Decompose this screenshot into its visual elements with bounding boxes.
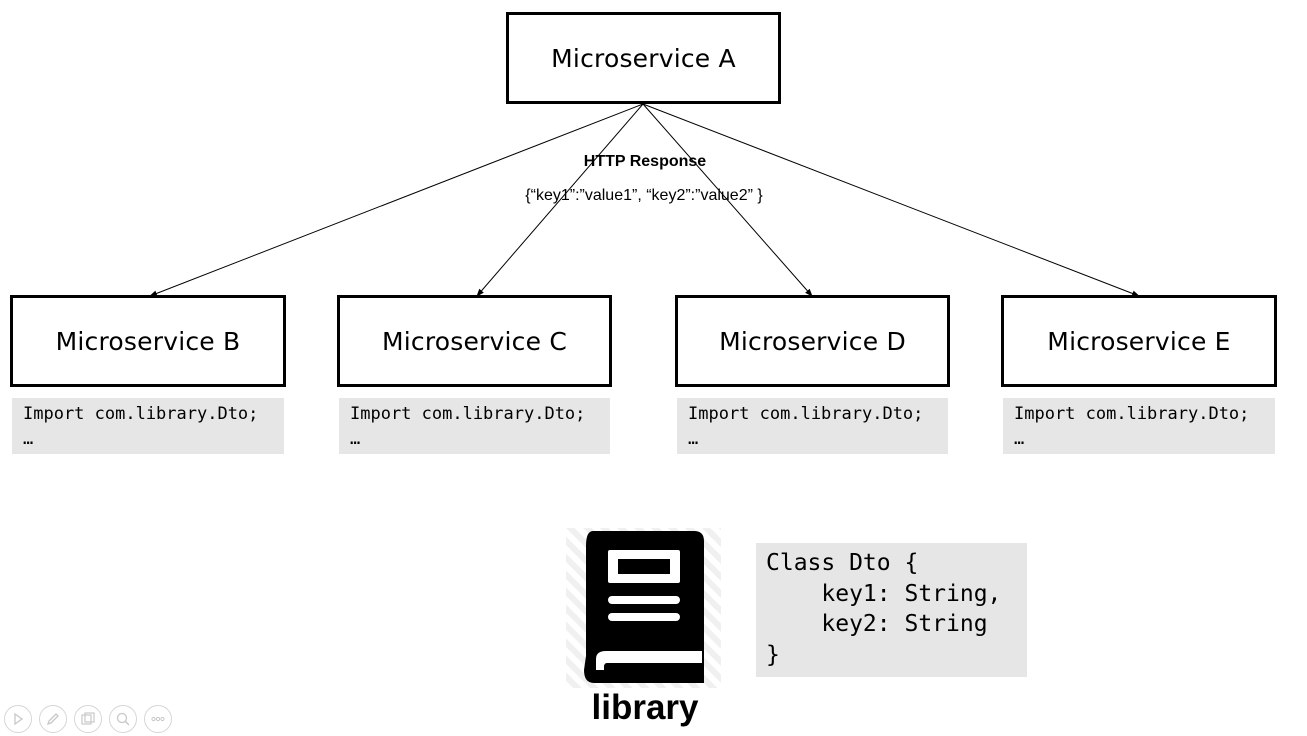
microservice-e-box: Microservice E xyxy=(1001,295,1277,387)
microservice-b-box: Microservice B xyxy=(10,295,286,387)
play-icon xyxy=(14,712,24,726)
import-line: Import com.library.Dto; xyxy=(1014,404,1250,424)
arrow-a-to-c xyxy=(476,103,644,297)
library-label: library xyxy=(591,688,699,727)
ellipsis-line: … xyxy=(688,429,699,449)
zoom-icon xyxy=(116,712,130,726)
pen-icon xyxy=(46,713,59,726)
import-line: Import com.library.Dto; xyxy=(688,404,924,424)
microservice-c-label: Microservice C xyxy=(381,326,568,356)
slides-button[interactable] xyxy=(74,705,102,733)
import-line: Import com.library.Dto; xyxy=(350,404,586,424)
microservice-d-box: Microservice D xyxy=(675,295,950,387)
import-snippet-c: Import com.library.Dto; … xyxy=(339,398,610,454)
play-button[interactable] xyxy=(4,705,32,733)
ellipsis-line: … xyxy=(1014,429,1025,449)
ellipsis-line: … xyxy=(23,429,34,449)
import-snippet-b: Import com.library.Dto; … xyxy=(12,398,284,454)
arrow-a-to-e xyxy=(642,103,1140,297)
microservice-b-label: Microservice B xyxy=(55,326,241,356)
slides-icon xyxy=(81,712,95,725)
microservice-c-box: Microservice C xyxy=(337,295,612,387)
import-line: Import com.library.Dto; xyxy=(23,404,259,424)
more-icon xyxy=(151,716,165,722)
zoom-button[interactable] xyxy=(109,705,137,733)
import-snippet-d: Import com.library.Dto; … xyxy=(677,398,948,454)
more-button[interactable] xyxy=(144,705,172,733)
pen-button[interactable] xyxy=(39,705,67,733)
http-response-body: {“key1”:”value1”, “key2”:”value2” } xyxy=(525,187,763,204)
import-snippet-e: Import com.library.Dto; … xyxy=(1003,398,1275,454)
microservice-e-label: Microservice E xyxy=(1047,326,1231,356)
http-response-title: HTTP Response xyxy=(583,153,707,170)
microservice-a-box: Microservice A xyxy=(506,12,781,104)
arrow-a-to-b xyxy=(149,103,644,297)
microservice-d-label: Microservice D xyxy=(719,326,906,356)
dto-class-code: Class Dto { key1: String, key2: String } xyxy=(756,543,1027,677)
slideshow-toolbar xyxy=(4,705,172,735)
arrow-a-to-d xyxy=(642,103,813,297)
microservice-a-label: Microservice A xyxy=(551,43,736,73)
library-book-icon xyxy=(566,528,721,688)
ellipsis-line: … xyxy=(350,429,361,449)
